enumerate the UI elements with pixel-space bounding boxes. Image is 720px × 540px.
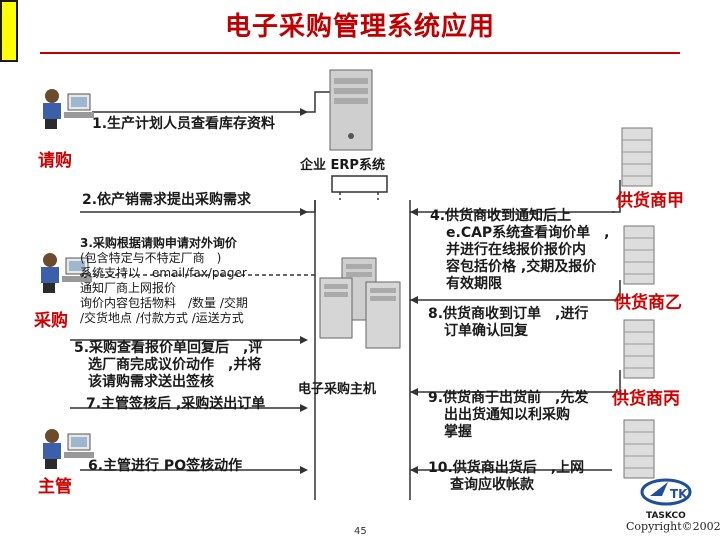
page-number: 45 [354, 526, 367, 537]
logo-mark: TK [670, 487, 688, 501]
copyright-text: Copyright©2002 [626, 520, 720, 533]
